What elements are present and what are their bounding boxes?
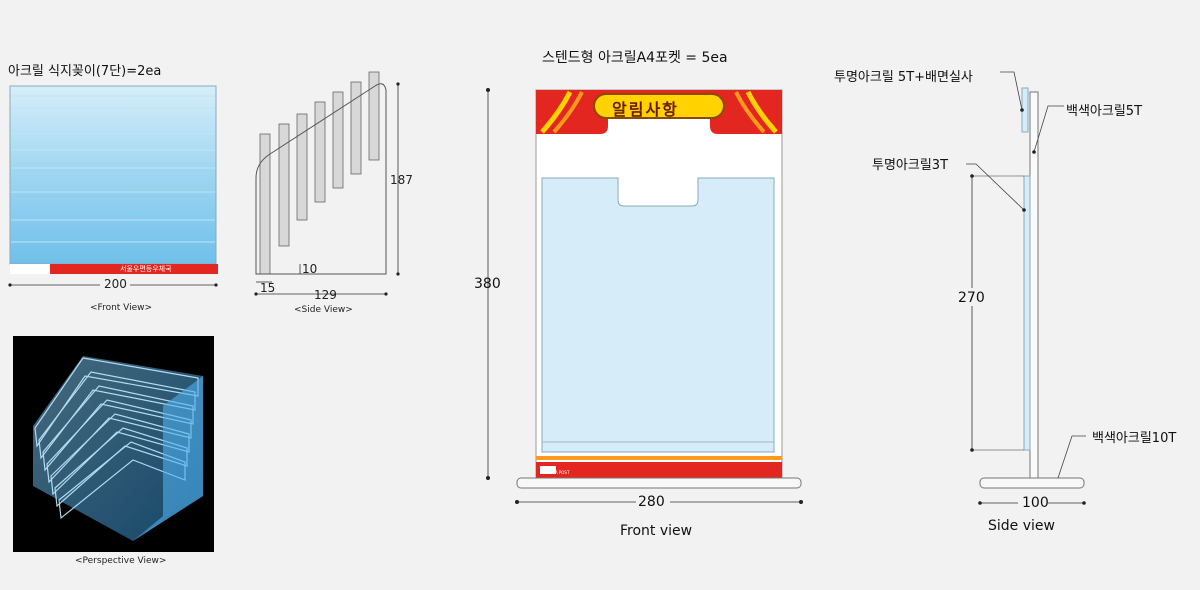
stand-footer-logo: KOREA POST xyxy=(544,470,570,475)
holder-side-height: 187 xyxy=(390,173,413,187)
holder-front-caption: <Front View> xyxy=(90,303,153,313)
holder-brand-name: 서울우편등우체국 xyxy=(120,265,172,273)
holder-perspective-image xyxy=(13,336,214,552)
stand-header-text: 알림사항 xyxy=(612,100,679,119)
side-caption: Side view xyxy=(988,518,1055,534)
stand-title: 스텐드형 아크릴A4포켓 = 5ea xyxy=(542,50,728,66)
holder-side-left: 15 xyxy=(260,281,276,295)
stand-front-view xyxy=(486,88,803,510)
side-label-clear3: 투명아크릴3T xyxy=(872,158,949,173)
stand-footer-logo-icon xyxy=(540,466,556,474)
holder-front-dimension xyxy=(8,278,218,292)
holder-front-svg xyxy=(9,85,218,274)
stand-height: 380 xyxy=(474,276,501,292)
side-label-back: 투명아크릴 5T+배면실사 xyxy=(834,70,973,85)
holder-front-view xyxy=(8,82,220,276)
stand-width: 280 xyxy=(638,494,665,510)
holder-brand-small: KOREA POST xyxy=(62,266,98,272)
holder-perspective-caption: <Perspective View> xyxy=(75,556,167,566)
holder-side-view xyxy=(254,71,400,296)
side-label-white5: 백색아크릴5T xyxy=(1066,104,1143,119)
holder-side-depth: 129 xyxy=(314,288,337,302)
holder-front-width: 200 xyxy=(104,277,127,291)
post-logo-icon xyxy=(56,266,66,272)
stand-caption: Front view xyxy=(620,523,693,539)
holder-side-step: 10 xyxy=(302,262,318,276)
stand-header-pill xyxy=(593,93,725,119)
holder-side-caption: <Side View> xyxy=(294,305,353,315)
side-label-white10: 백색아크릴10T xyxy=(1092,431,1177,446)
holder-title: 아크릴 식지꽂이(7단)=2ea xyxy=(8,64,162,79)
side-width: 100 xyxy=(1022,495,1049,511)
side-height: 270 xyxy=(958,290,985,306)
side-view-drawing xyxy=(956,71,1086,511)
